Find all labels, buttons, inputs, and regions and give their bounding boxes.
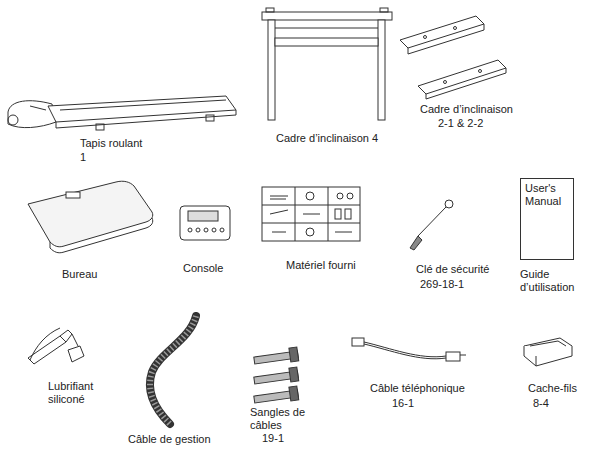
console-drawing — [180, 206, 230, 240]
part-name: Bureau — [62, 268, 97, 281]
part-name: Guide d’utilisation — [520, 268, 592, 293]
safety-key-drawing — [410, 200, 453, 250]
callout-number: 19-1 — [262, 432, 284, 445]
callout-number: 1 — [80, 151, 86, 164]
incline-frame — [262, 8, 392, 120]
part-name: Cadre d’inclinaison 4 — [276, 132, 378, 145]
part-name: Tapis roulant — [80, 137, 142, 150]
manual-booklet: User's Manual — [520, 178, 574, 260]
cable-straps-drawing — [254, 347, 299, 403]
callout-number: 8-4 — [533, 397, 549, 410]
cable-hose-drawing — [150, 316, 196, 424]
part-name: Lubrifiant siliconé — [48, 380, 112, 405]
part-name: Sangles de câbles — [250, 406, 314, 431]
incline-bars — [400, 16, 506, 99]
callout-number: 2-1 & 2-2 — [438, 117, 483, 130]
manual-title: User's Manual — [521, 179, 573, 210]
part-name: Cache-fils — [528, 382, 577, 395]
treadmill-drawing — [8, 96, 236, 130]
phone-cable-drawing — [352, 338, 466, 361]
part-name: Clé de sécurité — [416, 263, 489, 276]
desk-drawing — [28, 181, 153, 253]
part-name: Câble téléphonique — [370, 382, 465, 395]
part-name: Console — [183, 262, 223, 275]
lubricant-drawing — [28, 328, 84, 364]
wire-cover-drawing — [524, 338, 572, 366]
callout-number: 269-18-1 — [420, 278, 464, 291]
part-name: Matériel fourni — [286, 259, 356, 272]
callout-number: 16-1 — [392, 397, 414, 410]
part-name: Cadre d’inclinaison — [420, 103, 513, 116]
hardware-drawing — [262, 187, 360, 241]
part-name: Câble de gestion — [128, 433, 211, 446]
